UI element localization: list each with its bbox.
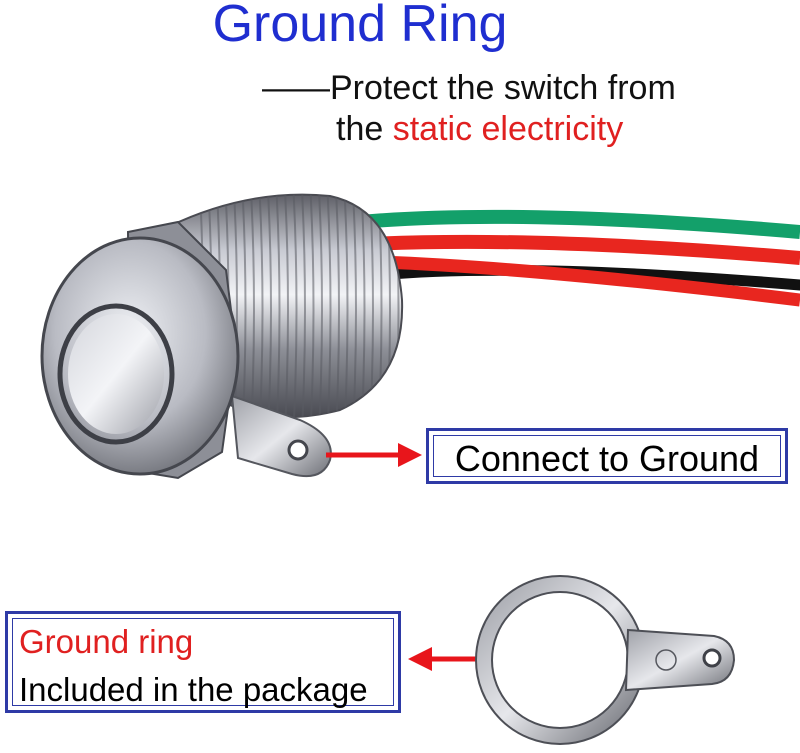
ring-ground-symbol — [655, 649, 677, 671]
thread-line — [318, 194, 323, 418]
wire-red-2 — [379, 255, 800, 307]
thread-line — [250, 194, 255, 418]
thread-line — [352, 194, 357, 418]
thread-line — [267, 194, 272, 418]
wire-green — [359, 209, 800, 239]
wire-red-1 — [369, 234, 800, 265]
ring-lug-hole — [702, 648, 722, 668]
package-note-inner: Ground ring Included in the package — [12, 618, 394, 708]
mounted-ground-lug — [230, 394, 332, 478]
arrow-to-ground-box — [326, 443, 422, 467]
subtitle-prefix: the — [336, 110, 393, 148]
thread-line — [275, 194, 281, 418]
subtitle-highlight: static electricity — [392, 110, 624, 148]
package-note-text: Included in the package — [19, 671, 368, 708]
thread-line — [309, 194, 315, 418]
connect-to-ground-label: Connect to Ground — [433, 435, 781, 479]
ground-ring-part — [475, 575, 736, 745]
switch-head — [40, 220, 240, 480]
package-note-box: Ground ring Included in the package — [5, 611, 401, 713]
subtitle-line-1: ——Protect the switch from — [262, 69, 676, 107]
thread-line — [326, 194, 332, 418]
button-face — [68, 314, 164, 434]
thread-line — [284, 194, 289, 418]
lug-hole — [287, 439, 309, 461]
connect-to-ground-box: Connect to Ground — [426, 428, 788, 484]
thread-line — [292, 194, 298, 418]
thread-line — [343, 194, 349, 418]
thread-line — [301, 194, 306, 418]
thread-line — [258, 194, 264, 418]
page-title: Ground Ring — [212, 0, 508, 53]
wires — [359, 209, 800, 307]
arrow-to-package-box — [408, 647, 478, 671]
subtitle-line-2: the static electricity — [336, 111, 623, 147]
package-note-title: Ground ring — [19, 623, 194, 660]
thread-line — [335, 194, 340, 418]
